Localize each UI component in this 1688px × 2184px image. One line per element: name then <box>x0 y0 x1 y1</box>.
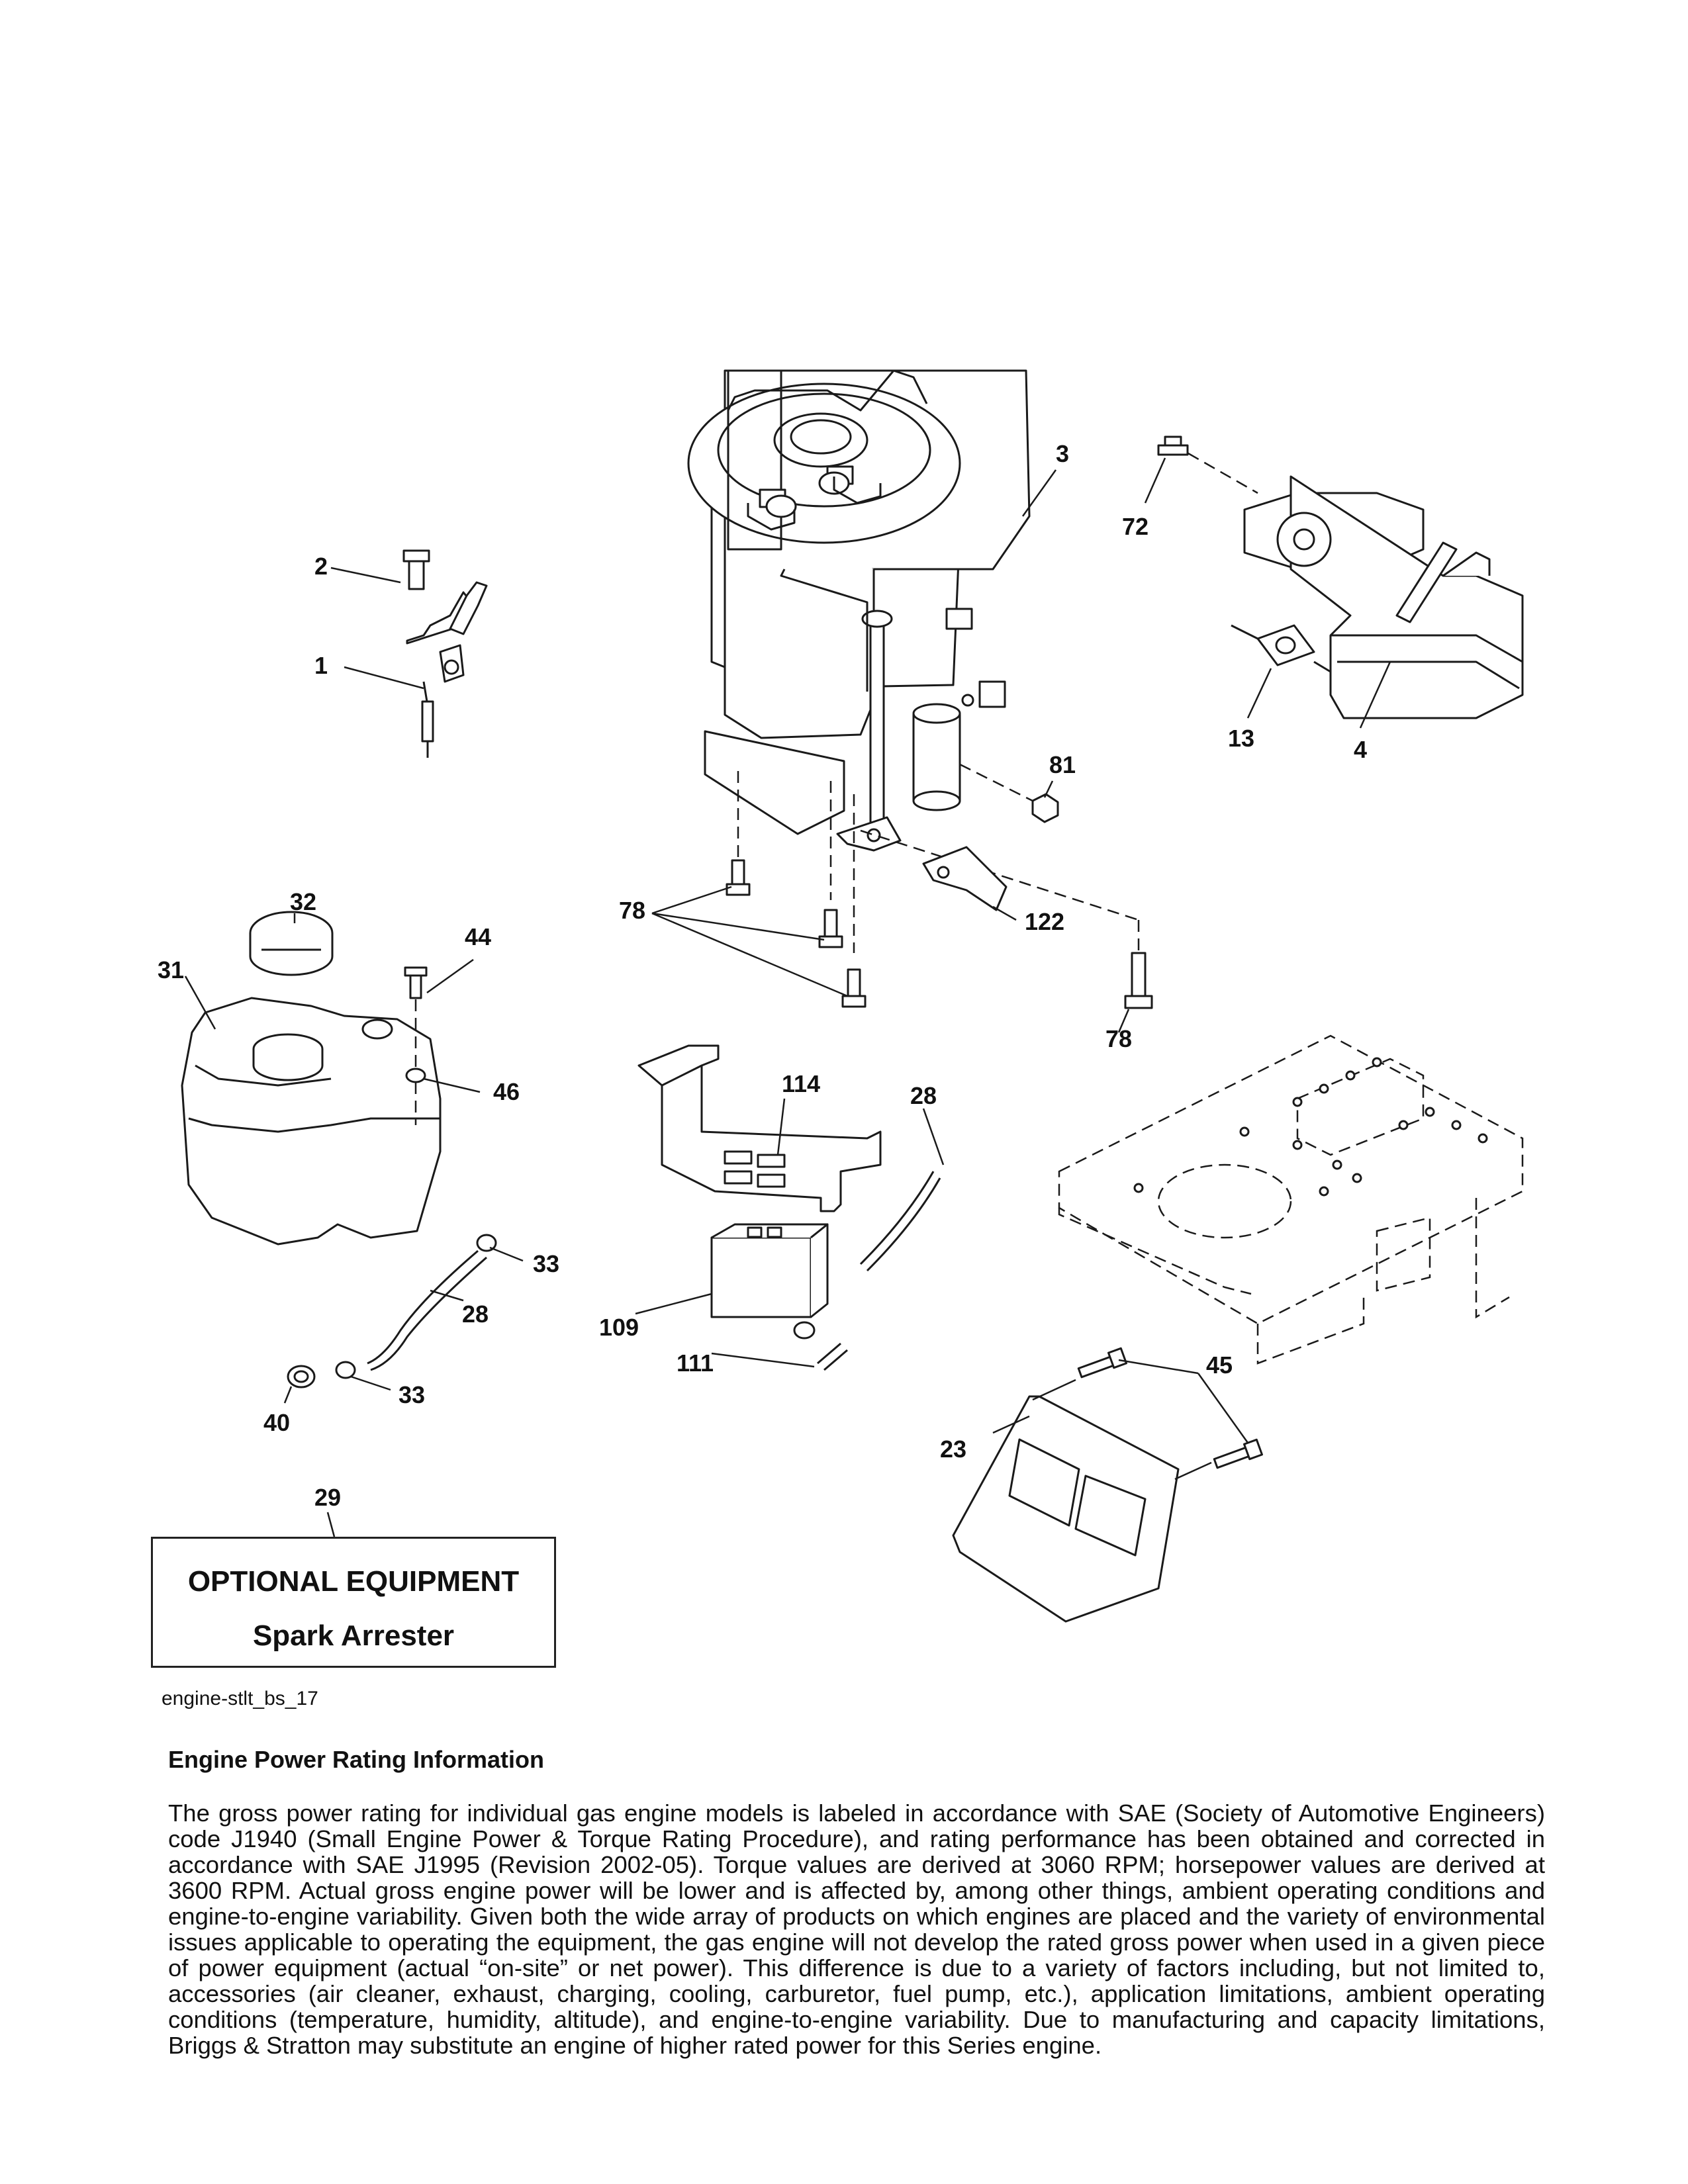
callout-114: 114 <box>782 1070 820 1097</box>
throttle-control-part <box>402 549 488 758</box>
callout-leader-lines <box>184 457 1391 1537</box>
rating-info-body: The gross power rating for individual ga… <box>168 1799 1545 2059</box>
callout-29: 29 <box>314 1484 341 1511</box>
callout-1: 1 <box>314 652 328 679</box>
fuel-tank-part <box>181 911 442 1246</box>
callout-44: 44 <box>465 923 491 950</box>
canister-bracket-part <box>637 1044 941 1371</box>
callout-33a: 33 <box>533 1250 559 1277</box>
nut-part <box>1031 793 1059 823</box>
engine-part <box>687 369 1031 852</box>
callout-46: 46 <box>493 1078 520 1105</box>
callout-28b: 28 <box>462 1300 489 1328</box>
callout-81: 81 <box>1049 751 1076 778</box>
muffler-part <box>1157 435 1524 719</box>
callout-78b: 78 <box>1105 1025 1132 1052</box>
bracket-part <box>922 846 1008 911</box>
optional-equipment-box: OPTIONAL EQUIPMENT Spark Arrester <box>151 1537 556 1668</box>
callout-3: 3 <box>1056 440 1069 467</box>
callout-13: 13 <box>1228 725 1254 752</box>
callout-72: 72 <box>1122 513 1149 540</box>
callout-32: 32 <box>290 888 316 915</box>
callout-122: 122 <box>1025 908 1064 935</box>
callout-33b: 33 <box>399 1381 425 1408</box>
callout-28a: 28 <box>910 1082 937 1109</box>
exploded-parts-diagram: 1 2 3 4 13 23 28 28 29 31 32 33 33 40 44… <box>158 369 1524 1623</box>
callout-4: 4 <box>1354 736 1367 763</box>
optional-equipment-item: Spark Arrester <box>252 1619 455 1652</box>
callout-labels: 1 2 3 4 13 23 28 28 29 31 32 33 33 40 44… <box>158 440 1367 1511</box>
mounting-plate-part <box>1058 1034 1524 1365</box>
fuel-line-parts <box>287 1234 497 1388</box>
callout-31: 31 <box>158 956 184 983</box>
callout-23: 23 <box>940 1435 966 1463</box>
engine-bolt-parts <box>726 859 1153 1009</box>
callout-111: 111 <box>677 1349 714 1377</box>
optional-equipment-title: OPTIONAL EQUIPMENT <box>187 1565 520 1598</box>
callout-40: 40 <box>263 1409 290 1436</box>
callout-109: 109 <box>599 1314 639 1341</box>
callout-45: 45 <box>1206 1351 1233 1379</box>
callout-2: 2 <box>314 553 328 580</box>
figure-id-label: engine-stlt_bs_17 <box>162 1688 318 1709</box>
rating-info-heading: Engine Power Rating Information <box>168 1746 545 1773</box>
heat-shield-part <box>952 1347 1264 1623</box>
callout-78a: 78 <box>619 897 645 924</box>
